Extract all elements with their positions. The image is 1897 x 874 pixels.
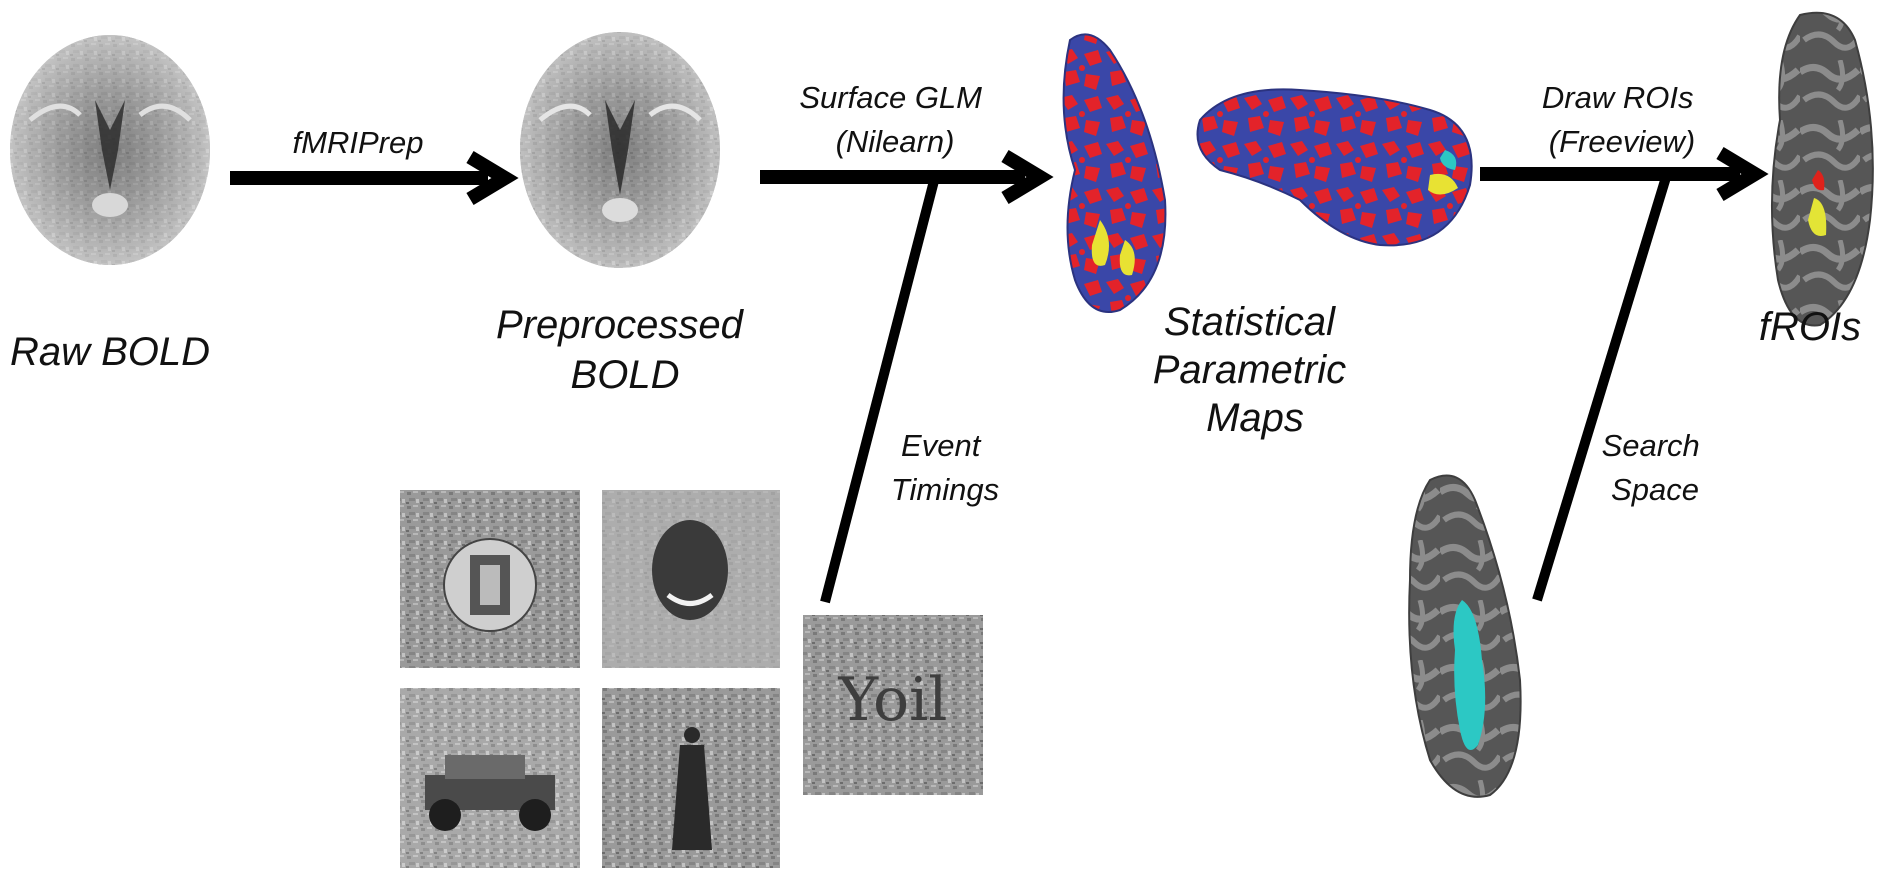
stimulus-image-word: Yoil	[803, 615, 983, 795]
label-search-space: Search Space	[1602, 428, 1709, 507]
arrow-draw-rois	[1480, 146, 1769, 202]
raw-bold-slice	[10, 35, 210, 265]
label-fmriprep: fMRIPrep	[293, 125, 424, 160]
froi-surface	[1770, 11, 1874, 327]
stimulus-grid: Yoil	[400, 490, 983, 868]
stimulus-image-body	[602, 688, 780, 868]
connector-event-timings	[820, 175, 940, 604]
arrow-fmriprep	[230, 150, 519, 206]
search-space-surface	[1408, 474, 1522, 798]
statistical-map-lateral	[1196, 88, 1473, 247]
statistical-map-ventral	[1062, 33, 1167, 313]
connector-search-space	[1532, 172, 1672, 602]
label-event-timings: Event Timings	[891, 428, 999, 507]
label-preprocessed-bold: Preprocessed BOLD	[496, 303, 754, 397]
label-frois: fROIs	[1759, 305, 1861, 349]
label-surface-glm: Surface GLM (Nilearn)	[799, 80, 990, 159]
stimulus-image-car	[400, 688, 580, 868]
preprocessed-bold-slice	[520, 32, 720, 268]
label-raw-bold: Raw BOLD	[10, 330, 210, 374]
stimulus-image-face	[602, 490, 780, 668]
label-statistical-maps: Statistical Parametric Maps	[1153, 300, 1358, 440]
stimulus-image-scene	[400, 490, 580, 668]
label-draw-rois: Draw ROIs (Freeview)	[1542, 80, 1702, 159]
arrow-surface-glm	[760, 149, 1054, 205]
word-stimulus-text: Yoil	[838, 665, 948, 735]
